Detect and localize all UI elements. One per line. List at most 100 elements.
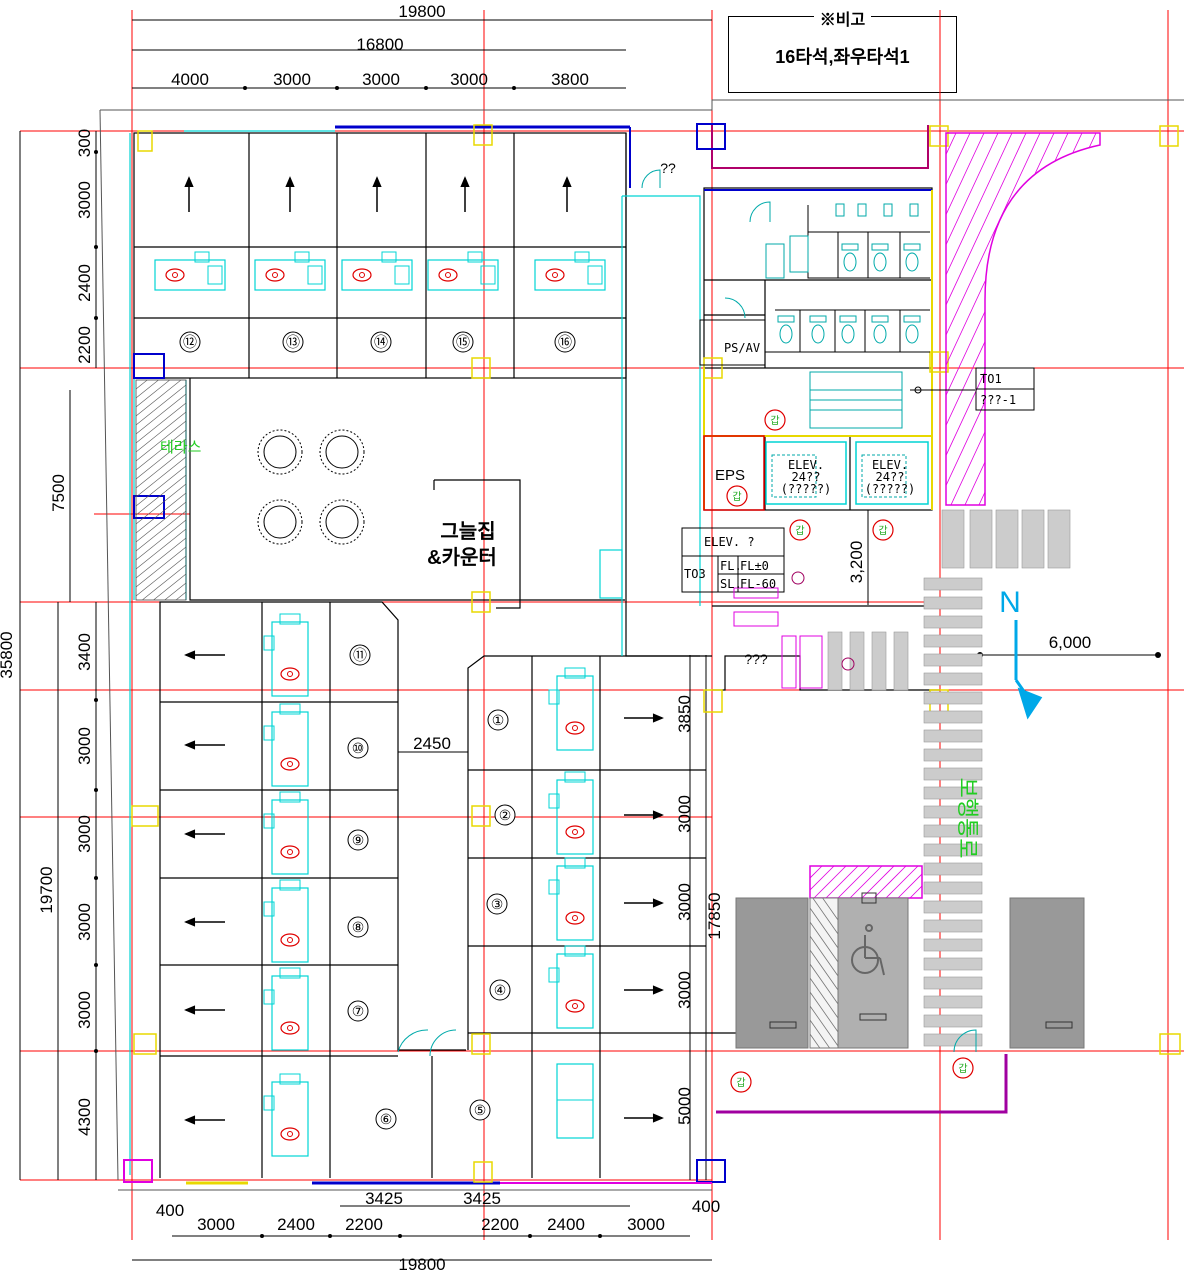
room-ps: PS/AV <box>724 341 760 355</box>
dim-right-3: 3000 <box>675 883 694 921</box>
tag-sl-value: FL-60 <box>740 577 776 591</box>
bay-number: ⑧ <box>352 919 365 935</box>
bay-number: ⑩ <box>352 740 365 756</box>
gap-label: 갑 <box>795 525 804 537</box>
tag-t03: TO3 <box>684 567 706 581</box>
room-q1: ?? <box>660 160 676 176</box>
elev1-l1: ELEV. <box>788 458 824 472</box>
dim-bottom-bay-5: 2400 <box>547 1215 585 1234</box>
gap-label: 갑 <box>958 1063 967 1075</box>
tag-sl: SL. <box>720 577 742 591</box>
room-eps: EPS <box>715 467 745 484</box>
dim-left-u2: 3000 <box>75 181 94 219</box>
bay-number: ⑫ <box>183 334 197 350</box>
dim-left-l2: 3000 <box>75 727 94 765</box>
dim-top-total: 19800 <box>398 2 445 21</box>
gap-label: 갑 <box>878 525 887 537</box>
dim-top-bay-3: 3000 <box>362 70 400 89</box>
gap-label: 갑 <box>732 491 741 503</box>
accent-lines <box>123 123 1008 1185</box>
bay-number: ⑪ <box>353 647 367 663</box>
dim-top-bay-4: 3000 <box>450 70 488 89</box>
dim-left-l6: 4300 <box>75 1098 94 1136</box>
dim-bottom-bay-1: 3000 <box>197 1215 235 1234</box>
dim-right-5: 5000 <box>675 1087 694 1125</box>
dim-left-u4: 2200 <box>75 326 94 364</box>
room-walkway: 보행통로 <box>955 778 980 859</box>
bay-number: ② <box>499 807 512 823</box>
dim-top-sub: 16800 <box>356 35 403 54</box>
dim-bottom-bay-2: 2400 <box>277 1215 315 1234</box>
lounge-tables <box>257 429 365 545</box>
toilet-fixtures <box>777 203 921 344</box>
tag-t01: TO1 <box>980 372 1002 386</box>
dim-left-l5: 3000 <box>75 991 94 1029</box>
elev2-l1: ELEV. <box>872 458 908 472</box>
bay-number: ⑨ <box>352 832 365 848</box>
bay-number: ⑯ <box>558 334 572 350</box>
elev1-l3: (?????) <box>781 482 832 496</box>
door-arcs <box>397 169 977 1057</box>
dim-left-l3: 3000 <box>75 815 94 853</box>
dim-bottom-sub-2: 3425 <box>463 1189 501 1208</box>
tag-t01-sub: ???-1 <box>980 393 1016 407</box>
terrace-hatch <box>135 379 187 601</box>
room-counter: &카운터 <box>427 546 497 569</box>
dim-left-u1: 300 <box>75 129 94 157</box>
dim-top-bay-2: 3000 <box>273 70 311 89</box>
inner-lines <box>129 130 701 1175</box>
dim-left-lower: 19700 <box>37 866 56 913</box>
gap-label: 갑 <box>736 1077 745 1089</box>
parking-area <box>735 865 1085 1049</box>
room-q2: ??? <box>744 651 768 667</box>
bay-number: ⑦ <box>352 1003 365 1019</box>
elev2-l2: 24?? <box>876 470 905 484</box>
dim-bottom-sub-1: 3425 <box>365 1189 403 1208</box>
dim-right-1: 3850 <box>675 695 694 733</box>
dim-top-bay-5: 3800 <box>551 70 589 89</box>
bay-number: ⑮ <box>456 334 470 350</box>
dim-top-bay-1: 4000 <box>171 70 209 89</box>
parking-space-accessible <box>837 897 909 1049</box>
dim-left-total: 35800 <box>0 631 16 678</box>
dim-bottom-left: 400 <box>156 1201 184 1220</box>
tag-fl: FL. <box>720 559 742 573</box>
walls <box>133 132 940 1178</box>
direction-arrows <box>184 176 664 1125</box>
column-markers <box>131 124 1181 1183</box>
gap-label: 갑 <box>770 415 779 427</box>
site-outline <box>99 99 1184 1191</box>
dim-bottom-bay-4: 2200 <box>481 1215 519 1234</box>
note-text: 16타석,좌우타석1 <box>775 47 910 67</box>
room-lounge: 그늘집 <box>440 520 495 543</box>
note-title: ※비고 <box>813 12 872 29</box>
wheelchair-icon <box>851 924 885 976</box>
parking-space-left <box>735 897 809 1049</box>
dim-3200: 3,200 <box>847 541 866 584</box>
toilet-core <box>681 205 1035 689</box>
dim-bottom-bay-6: 3000 <box>627 1215 665 1234</box>
bay-number: ① <box>492 712 505 728</box>
bay-number: ③ <box>491 896 504 912</box>
dim-17850: 17850 <box>705 892 724 939</box>
dimension-ticks <box>94 86 1161 1238</box>
bay-number: ⑤ <box>474 1102 487 1118</box>
dim-bottom-bay-3: 2200 <box>345 1215 383 1234</box>
bay-number: ④ <box>494 982 507 998</box>
bay-number: ⑬ <box>286 334 300 350</box>
dimension-lines <box>19 19 1160 1261</box>
golf-devices <box>154 251 606 1157</box>
dim-left-u3: 2400 <box>75 264 94 302</box>
tag-elev: ELEV. ? <box>704 535 755 549</box>
north-arrow <box>1014 620 1043 720</box>
dim-right-2: 3000 <box>675 795 694 833</box>
parking-space-right <box>1009 897 1085 1049</box>
room-terrace: 테라스 <box>160 439 202 456</box>
elev2-l3: (?????) <box>865 482 916 496</box>
dim-bottom-right: 400 <box>692 1197 720 1216</box>
crosswalks <box>827 509 1071 1047</box>
